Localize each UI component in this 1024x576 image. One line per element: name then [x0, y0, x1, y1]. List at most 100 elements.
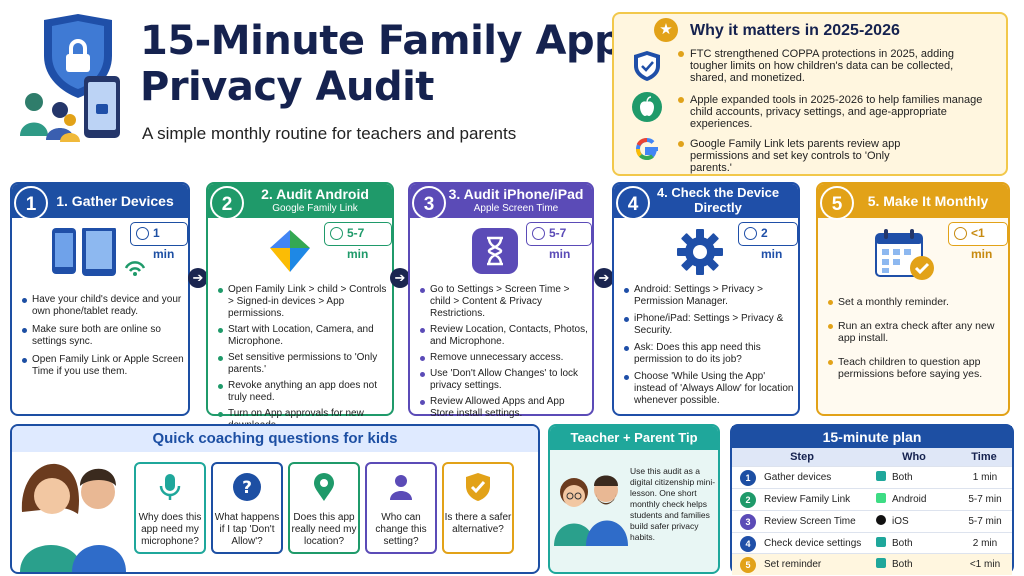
- location-pin-icon: [314, 473, 334, 501]
- why-it-matters-panel: [612, 12, 1008, 176]
- bullet-text: Set a monthly reminder.: [828, 296, 1004, 308]
- step-card-5: 5. Make It Monthly <1 min Set a monthly …: [816, 182, 1010, 416]
- column-header-who: Who: [872, 448, 956, 466]
- question-card-4: Who can change this setting?: [365, 462, 437, 554]
- shield-check-icon: [466, 473, 490, 501]
- question-card-3: Does this app really need my location?: [288, 462, 360, 554]
- bullet-dot: [678, 141, 684, 147]
- step-title: 3. Audit iPhone/iPad: [448, 186, 584, 202]
- row-step: Check device settings: [764, 538, 862, 549]
- row-number: 5: [740, 557, 756, 573]
- clock-icon: [744, 227, 757, 240]
- bullet-text: Go to Settings > Screen Time > child > C…: [420, 284, 590, 320]
- row-who: Both: [892, 472, 913, 483]
- question-icon: ?: [233, 473, 261, 501]
- row-step: Set reminder: [764, 559, 822, 570]
- question-text: Who can change this setting?: [375, 512, 427, 547]
- time-badge: 2 min: [738, 222, 798, 261]
- table-row: 4 Check device settings Both 2 min: [732, 532, 1012, 554]
- table-row: 3 Review Screen Time iOS 5-7 min: [732, 510, 1012, 532]
- step-card-2: 2. Audit Android Google Family Link 5-7 …: [206, 182, 394, 431]
- bullet-text: Android: Settings > Privacy > Permission…: [624, 284, 796, 308]
- why-item-google: Google Family Link lets parents review a…: [690, 138, 901, 174]
- step-bullets: Set a monthly reminder. Run an extra che…: [828, 296, 1004, 380]
- bullet-text: Make sure both are online so settings sy…: [22, 324, 187, 348]
- bullet-text: Choose 'While Using the App' instead of …: [624, 371, 796, 407]
- google-icon: [632, 134, 662, 164]
- step-card-3: 3. Audit iPhone/iPad Apple Screen Time 5…: [408, 182, 594, 419]
- row-number: 1: [740, 470, 756, 486]
- time-badge: 1 min: [130, 222, 188, 261]
- row-time: 5-7 min: [968, 494, 1002, 505]
- row-time: 5-7 min: [968, 516, 1002, 527]
- bullet-text: Open Family Link or Apple Screen Time if…: [22, 354, 187, 378]
- family-icon: [876, 537, 886, 547]
- star-icon: ★: [654, 18, 678, 42]
- question-text: Why does this app need my microphone?: [138, 512, 202, 547]
- svg-text:?: ?: [242, 478, 252, 498]
- bullet-text: Revoke anything an app does not truly ne…: [218, 380, 390, 404]
- row-who: iOS: [892, 516, 909, 527]
- page-title-line-2: Privacy Audit: [140, 64, 434, 110]
- step-bullets: Go to Settings > Screen Time > child > C…: [420, 284, 590, 420]
- page-title: 15-Minute Family App Privacy Audit: [140, 18, 623, 110]
- clock-icon: [532, 227, 545, 240]
- arrow-right-icon: ➔: [390, 268, 410, 288]
- bullet-dot: [678, 97, 684, 103]
- row-step: Review Family Link: [764, 494, 851, 505]
- arrow-right-icon: ➔: [594, 268, 614, 288]
- time-badge: 5-7 min: [324, 222, 392, 261]
- column-header-step: Step: [732, 448, 872, 466]
- step-number-badge: 4: [616, 186, 650, 220]
- table-row: 2 Review Family Link Android 5-7 min: [732, 488, 1012, 510]
- devices-icon: [52, 228, 146, 276]
- android-icon: [876, 493, 886, 503]
- family-icon: [876, 558, 886, 568]
- time-badge: 5-7 min: [526, 222, 592, 261]
- clock-icon: [136, 227, 149, 240]
- step-title: 2. Audit Android: [261, 186, 369, 202]
- family-icon: [876, 471, 886, 481]
- row-time: <1 min: [969, 559, 1001, 570]
- row-step: Gather devices: [764, 472, 832, 483]
- arrow-right-icon: ➔: [188, 268, 208, 288]
- bullet-text: Review Allowed Apps and App Store instal…: [420, 396, 590, 420]
- question-card-1: Why does this app need my microphone?: [134, 462, 206, 554]
- coaching-panel: [10, 424, 540, 574]
- bullet-text: Use 'Don't Allow Changes' to lock privac…: [420, 368, 590, 392]
- bullet-text: Open Family Link > child > Controls > Si…: [218, 284, 390, 320]
- bullet-text: Ask: Does this app need this permission …: [624, 342, 796, 366]
- row-step: Review Screen Time: [764, 516, 856, 527]
- bullet-text: Run an extra check after any new app ins…: [828, 320, 1004, 344]
- why-title: Why it matters in 2025-2026: [690, 22, 900, 39]
- bullet-text: Have your child's device and your own ph…: [22, 294, 187, 318]
- hourglass-icon: [472, 228, 518, 274]
- shield-lock-icon: [20, 14, 120, 142]
- header-illustration: [16, 14, 126, 142]
- row-who: Android: [892, 494, 927, 505]
- ftc-shield-icon: [632, 50, 662, 82]
- step-subtitle: Apple Screen Time: [473, 203, 559, 214]
- gear-icon: [677, 229, 723, 275]
- step-number-badge: 5: [820, 186, 854, 220]
- bullet-text: Start with Location, Camera, and Microph…: [218, 324, 390, 348]
- question-text: Does this app really need my location?: [291, 512, 357, 547]
- step-bullets: Open Family Link > child > Controls > Si…: [218, 284, 390, 432]
- step-number-badge: 3: [412, 186, 446, 220]
- tip-body: Use this audit as a digital citizenship …: [630, 466, 716, 542]
- row-time: 2 min: [972, 538, 998, 549]
- why-item-ftc: FTC strengthened COPPA protections in 20…: [690, 48, 954, 84]
- microphone-icon: [159, 474, 181, 500]
- why-item-apple: Apple expanded tools in 2025-2026 to hel…: [690, 94, 983, 130]
- row-number: 4: [740, 536, 756, 552]
- row-time: 1 min: [972, 472, 998, 483]
- step-subtitle: Google Family Link: [272, 203, 358, 214]
- bullet-text: Set sensitive permissions to 'Only paren…: [218, 352, 390, 376]
- question-text: What happens if I tap 'Don't Allow'?: [214, 512, 280, 547]
- step-card-4: 4. Check the Device Directly 2 min Andro…: [612, 182, 800, 416]
- clock-icon: [954, 227, 967, 240]
- page-subtitle: A simple monthly routine for teachers an…: [142, 124, 517, 143]
- row-number: 3: [740, 514, 756, 530]
- column-header-time: Time: [956, 448, 1012, 466]
- clock-icon: [330, 227, 343, 240]
